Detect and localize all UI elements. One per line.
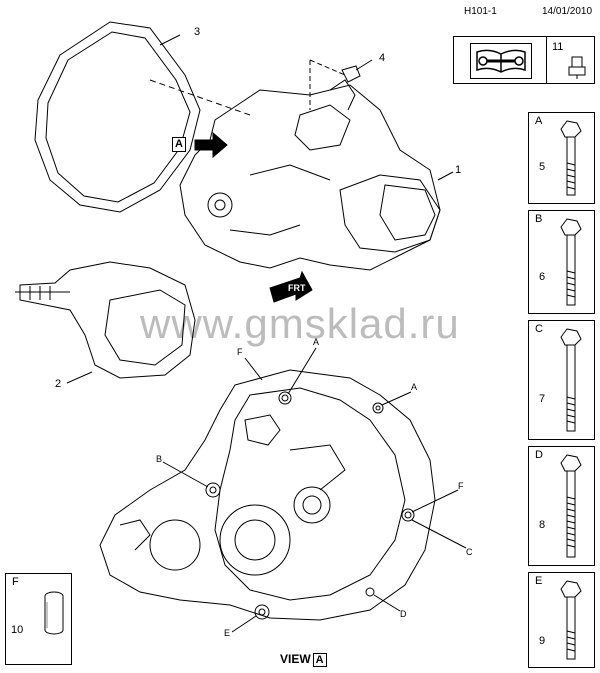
bolt-panel-c: C 7 [528,320,595,440]
ref-d: D [400,609,407,619]
panel-number: 5 [539,161,546,173]
manual-book-wrench-icon [470,43,532,79]
bolt-panel-e: E 9 [528,572,595,668]
divider [546,37,547,83]
gasket [34,21,201,213]
ref-f-right: F [458,481,464,491]
diagram-date: 14/01/2010 [542,6,593,17]
ref-c: C [466,547,473,557]
panel-letter: A [535,115,543,127]
callout-2: 2 [55,378,62,390]
panel-number: 7 [539,393,546,405]
front-label: FRT [288,283,306,293]
panel-letter: E [535,575,543,587]
panel-letter: D [535,449,543,461]
panel-letter: C [535,323,543,335]
callout-3: 3 [194,26,201,38]
callout-1: 1 [455,164,462,176]
ref-f-top: F [237,347,243,357]
diagram-code: H101-1 [464,6,497,17]
ref-a-right: A [411,382,418,392]
panel-number: 6 [539,271,546,283]
panel-number: 9 [539,635,546,647]
bolt-panel-a: A 5 [528,112,595,204]
panel-number: 10 [11,624,24,636]
pin-panel-f: F 10 [5,573,72,665]
callout-4: 4 [379,52,386,64]
ref-e: E [224,628,231,638]
gear-assembly [19,261,196,379]
view-arrow-label: A [172,137,186,152]
bolt-panel-d: D 8 [528,446,595,566]
dowel-pin-icon [44,591,64,635]
ref-b: B [156,454,163,464]
watermark: www.gmsklad.ru [140,300,460,347]
bolt-icon [560,218,582,306]
bolt-panel-b: B 6 [528,210,595,314]
breather-cap [341,65,361,83]
service-info-box: 11 [453,36,595,84]
bolt-icon [560,580,582,660]
transmission-case [179,84,441,271]
connector-icon [566,55,588,79]
panel-letter: B [535,213,543,225]
callout-11: 11 [552,41,564,53]
case-view-a [99,369,436,621]
panel-letter: F [12,576,19,588]
panel-number: 8 [539,519,546,531]
bolt-icon [560,454,582,558]
bolt-icon [560,328,582,432]
ref-a-top: A [313,337,320,347]
bolt-icon [560,120,582,196]
